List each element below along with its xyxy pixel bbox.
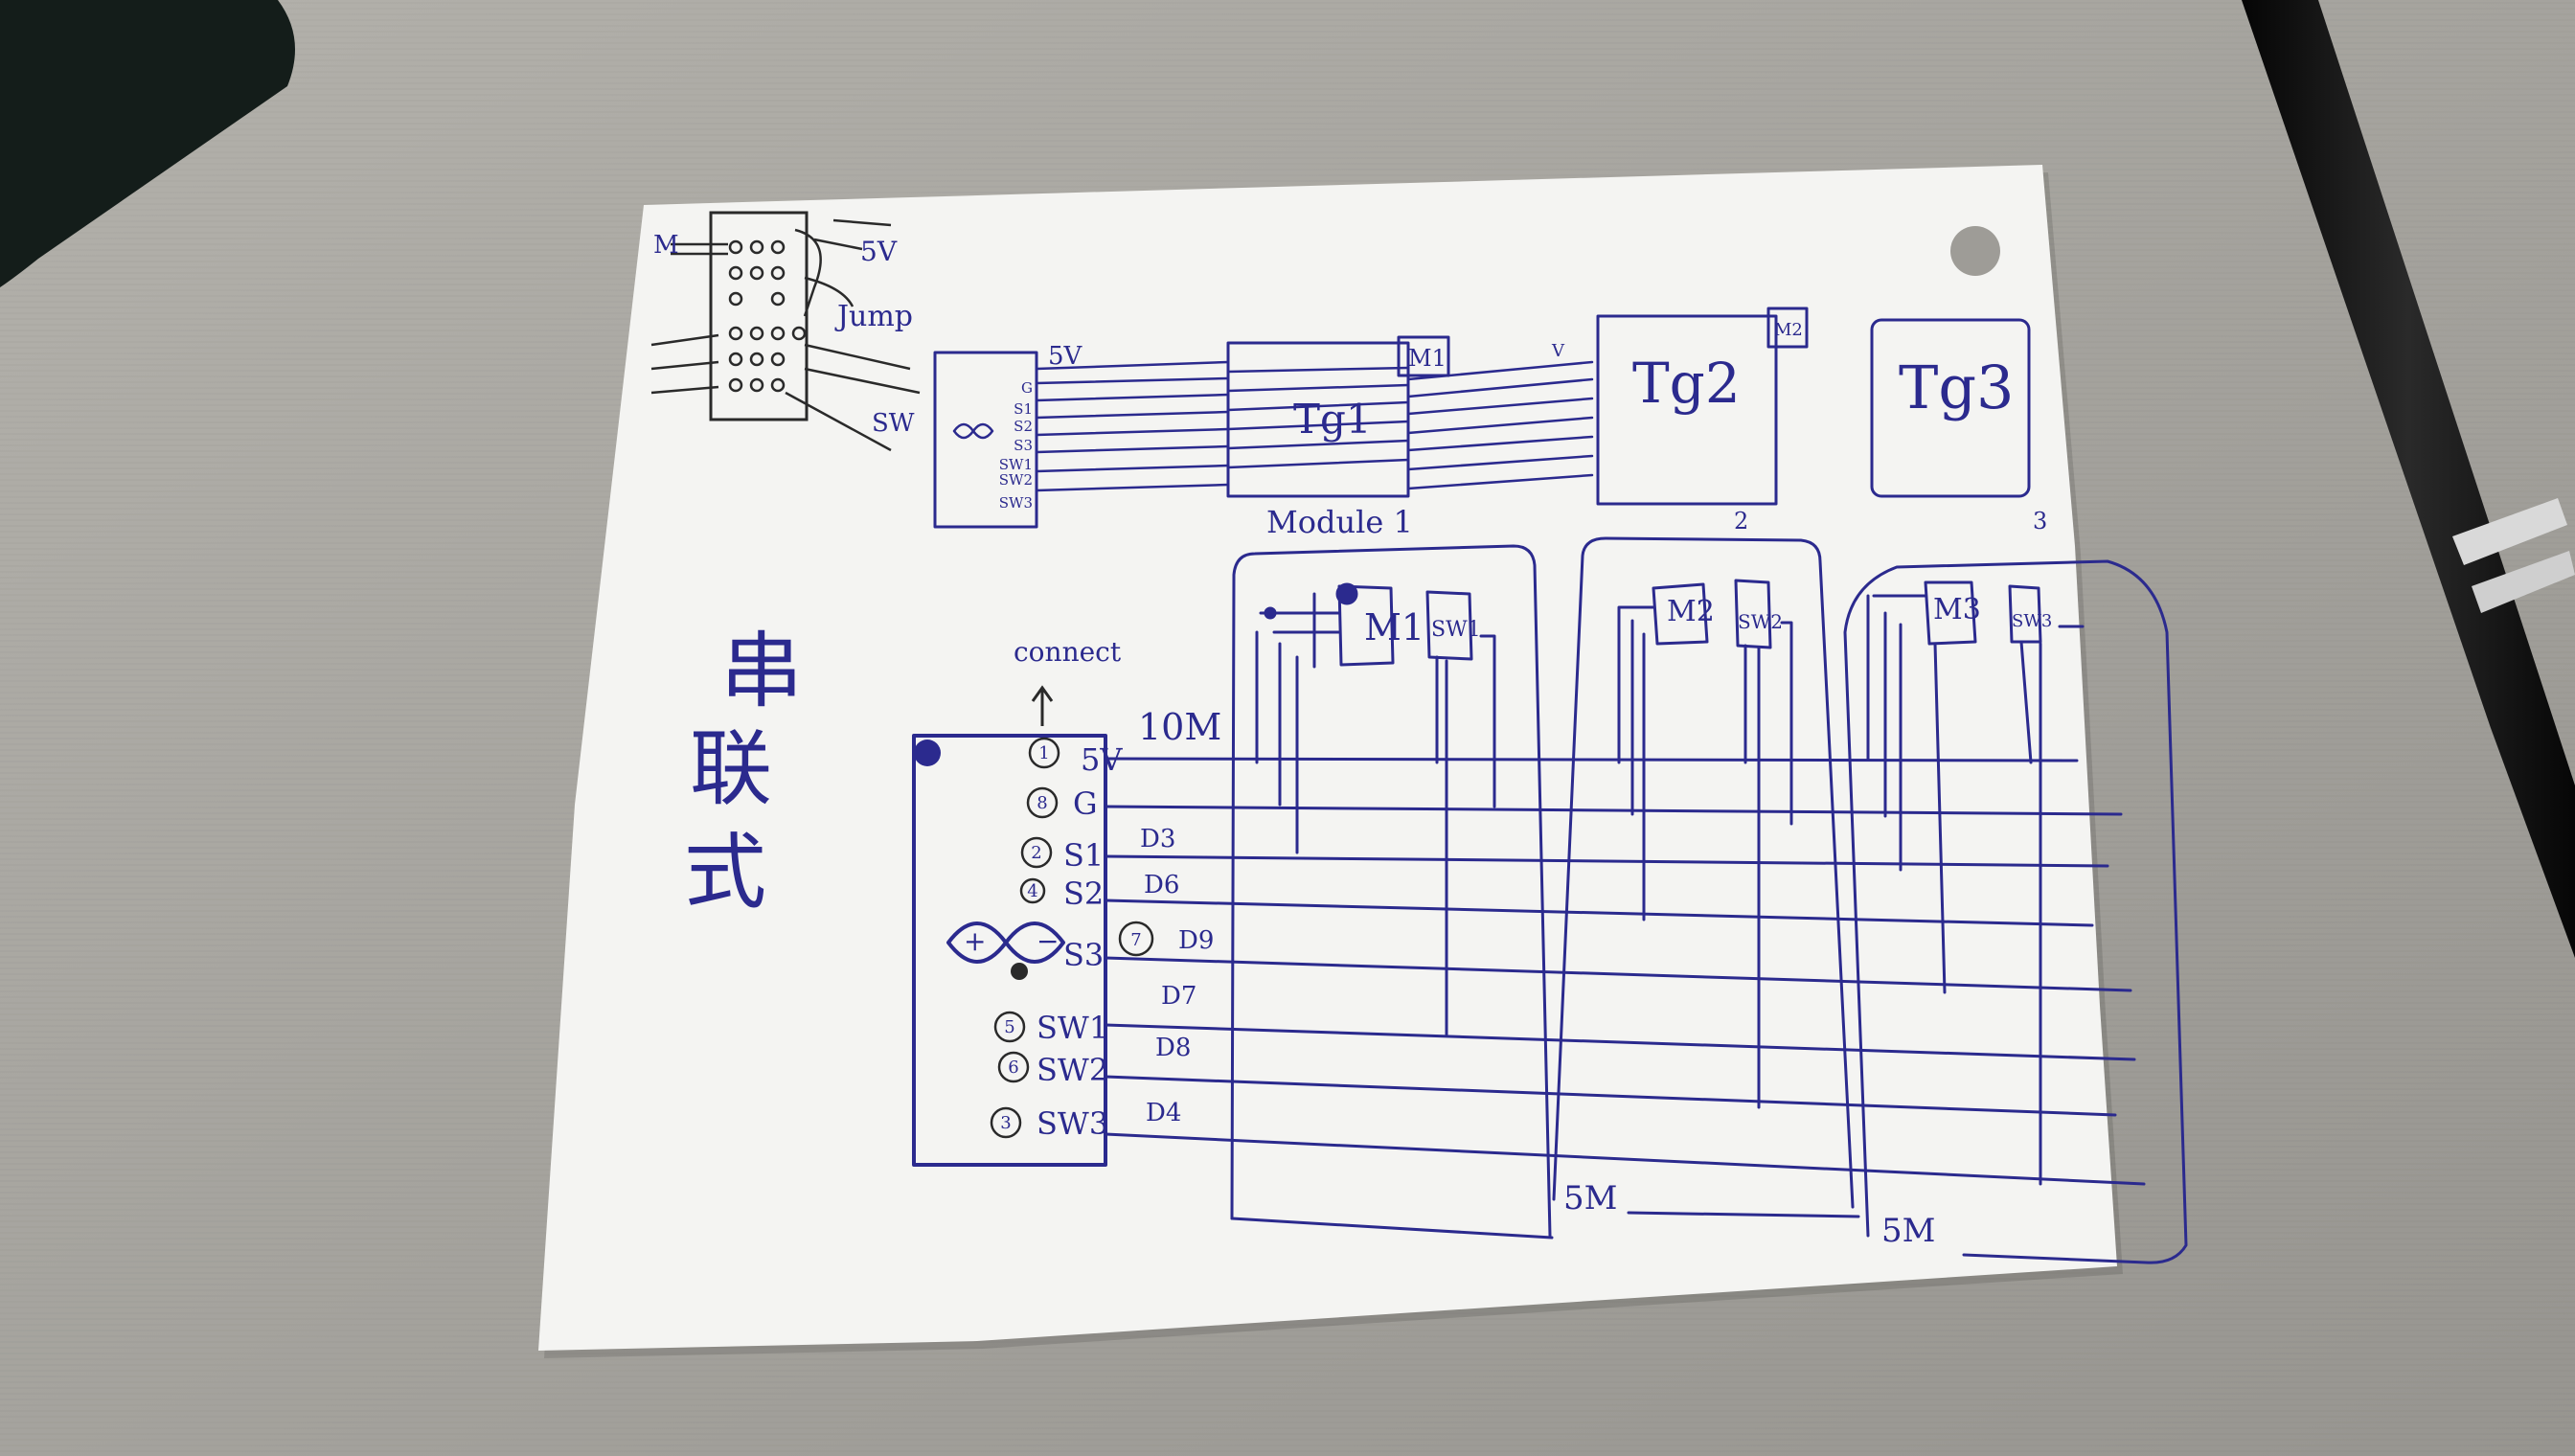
pin-circle-sw2: 6 <box>1008 1058 1018 1078</box>
jumper-m-label: M <box>653 231 679 260</box>
top-module-tg1-label: Tg1 <box>1293 396 1372 443</box>
chinese-char-1: 串 <box>720 624 803 719</box>
pen <box>2242 0 2575 958</box>
pin-circle-5v: 1 <box>1038 743 1049 763</box>
pin-name-s2: S2 <box>1063 876 1104 912</box>
svg-text:−: − <box>1037 925 1059 957</box>
bottom-module-3 <box>1843 559 2188 1264</box>
arduino-pin-sw2: D8 <box>1155 1034 1191 1062</box>
connect-annotation: connect <box>1014 636 1122 726</box>
pin-circle-sw1: 5 <box>1004 1017 1014 1037</box>
connect-label: connect <box>1014 636 1122 668</box>
arduino-pin-sw1: D7 <box>1161 982 1196 1011</box>
pin-circle-g: 8 <box>1037 793 1047 813</box>
arduino-pin-s3: D9 <box>1178 926 1214 955</box>
top-5v-label: 5V <box>1048 342 1083 371</box>
pin-circle-extra: 7 <box>1130 930 1141 950</box>
punch-hole <box>1950 226 2000 276</box>
top-pin-sw2: SW2 <box>999 471 1033 489</box>
top-pin-g: G <box>1021 379 1033 397</box>
jumper-jump-label: Jump <box>834 300 913 333</box>
pin-name-s1: S1 <box>1063 837 1104 874</box>
pin-name-sw2: SW2 <box>1037 1052 1108 1088</box>
jumper-sw-label: SW <box>872 409 915 438</box>
pin-circle-sw3: 3 <box>1000 1113 1011 1133</box>
bottom-motor-m2: M2 <box>1667 595 1715 628</box>
top-pin-sw3: SW3 <box>999 494 1033 512</box>
main-connector: + − 1 8 2 4 7 5 6 3 5V G S1 S2 <box>912 734 1214 1167</box>
bottom-module-2 <box>1552 536 1860 1218</box>
top-chain-sketch: 5V G S1 S2 S3 SW1 SW2 SW3 M1 Tg1 V <box>933 307 2047 540</box>
pin-name-sw1: SW1 <box>1037 1010 1108 1046</box>
top-module-tg3-label: Tg3 <box>1899 353 2015 422</box>
arduino-pin-sw3: D4 <box>1146 1099 1181 1127</box>
chinese-char-3: 式 <box>684 825 766 921</box>
bottom-switch-sw2: SW2 <box>1738 610 1783 633</box>
pin-name-g: G <box>1073 785 1098 822</box>
bottom-switch-sw1: SW1 <box>1431 618 1481 642</box>
pin-name-s3: S3 <box>1063 937 1104 973</box>
top-infinity-logo <box>952 422 994 440</box>
pin-circle-s1: 2 <box>1031 843 1041 863</box>
segment-length-1: 5M <box>1563 1179 1617 1217</box>
bottom-motor-m1: M1 <box>1364 606 1424 648</box>
top-pin-s3: S3 <box>1014 437 1033 454</box>
top-pin-s1: S1 <box>1014 400 1033 418</box>
top-module-tg1-m-tag: M1 <box>1408 345 1447 372</box>
chinese-char-2: 联 <box>690 721 772 817</box>
main-infinity-logo <box>946 921 1065 964</box>
bottom-motor-m3: M3 <box>1933 593 1981 626</box>
segment-length-2: 5M <box>1881 1212 1935 1250</box>
top-v-label: V <box>1551 341 1565 361</box>
jumper-5v-label: 5V <box>860 236 898 267</box>
top-module-tg3 <box>1870 318 2031 498</box>
pin-circle-s2: 4 <box>1027 881 1037 901</box>
chinese-title: 串 联 式 <box>684 624 803 921</box>
arduino-pin-s1: D3 <box>1140 825 1175 853</box>
top-module-tg3-number: 3 <box>2033 508 2047 535</box>
cable-length-label: 10M <box>1138 706 1221 748</box>
top-pin-sw1: SW1 <box>999 456 1033 473</box>
bottom-module-1 <box>1230 544 1554 1240</box>
svg-text:+: + <box>964 925 986 957</box>
top-module-tg2 <box>1596 314 1778 506</box>
top-module-tg2-m-tag: M2 <box>1774 320 1803 340</box>
bus-wires <box>1104 757 2146 1186</box>
dark-pouch <box>0 0 295 287</box>
top-pin-s2: S2 <box>1014 418 1033 435</box>
bottom-switch-sw3: SW3 <box>2012 611 2052 631</box>
top-module-tg2-label: Tg2 <box>1632 351 1741 416</box>
top-module-tg2-number: 2 <box>1734 508 1748 535</box>
module-caption: Module 1 <box>1266 504 1413 540</box>
arduino-pin-s2: D6 <box>1144 871 1179 899</box>
pin-name-sw3: SW3 <box>1037 1105 1108 1142</box>
jumper-sketch: M 5V Jump SW <box>650 211 921 452</box>
top-module-tg1 <box>1226 341 1410 498</box>
